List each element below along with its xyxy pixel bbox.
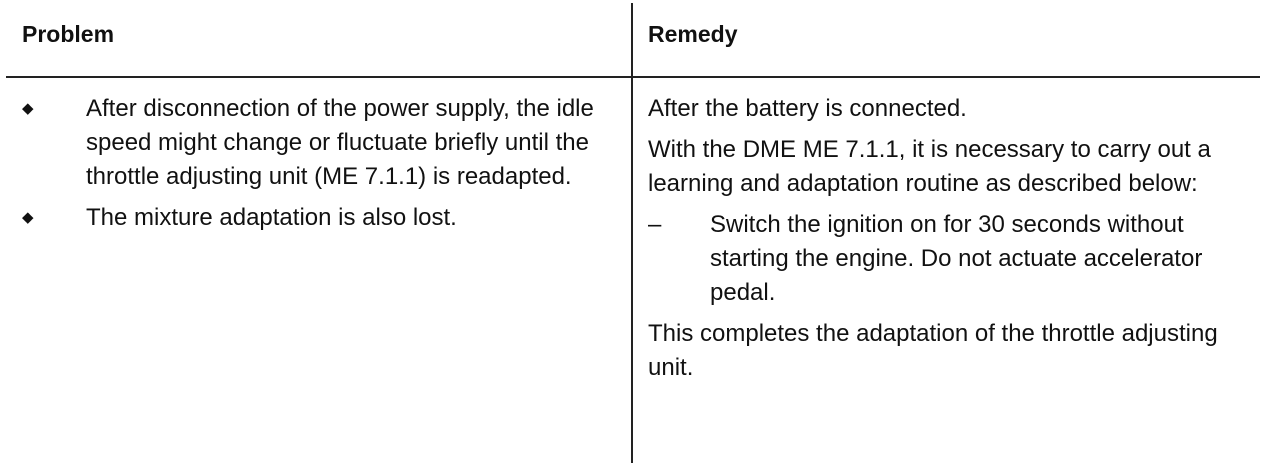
header-divider [6, 76, 1260, 78]
problem-list-item: ◆ The mixture adaptation is also lost. [22, 201, 627, 235]
remedy-column-header: Remedy [648, 21, 738, 47]
remedy-paragraph: After the battery is connected. [648, 95, 967, 122]
column-divider [631, 3, 633, 463]
problem-text: After disconnection of the power supply,… [86, 95, 594, 190]
remedy-paragraph: This completes the adaptation of the thr… [648, 320, 1218, 381]
diamond-bullet-icon: ◆ [22, 100, 34, 117]
remedy-step-text: Switch the ignition on for 30 seconds wi… [710, 211, 1203, 306]
remedy-cell: After the battery is connected. With the… [648, 92, 1263, 385]
remedy-step: – Switch the ignition on for 30 seconds … [648, 208, 1263, 310]
problem-list-item: ◆ After disconnection of the power suppl… [22, 92, 627, 194]
problem-cell: ◆ After disconnection of the power suppl… [22, 92, 627, 235]
problem-text: The mixture adaptation is also lost. [86, 204, 457, 231]
diamond-bullet-icon: ◆ [22, 209, 34, 226]
remedy-paragraph: With the DME ME 7.1.1, it is necessary t… [648, 136, 1211, 197]
problem-column-header: Problem [22, 21, 115, 47]
dash-bullet-icon: – [648, 211, 662, 238]
